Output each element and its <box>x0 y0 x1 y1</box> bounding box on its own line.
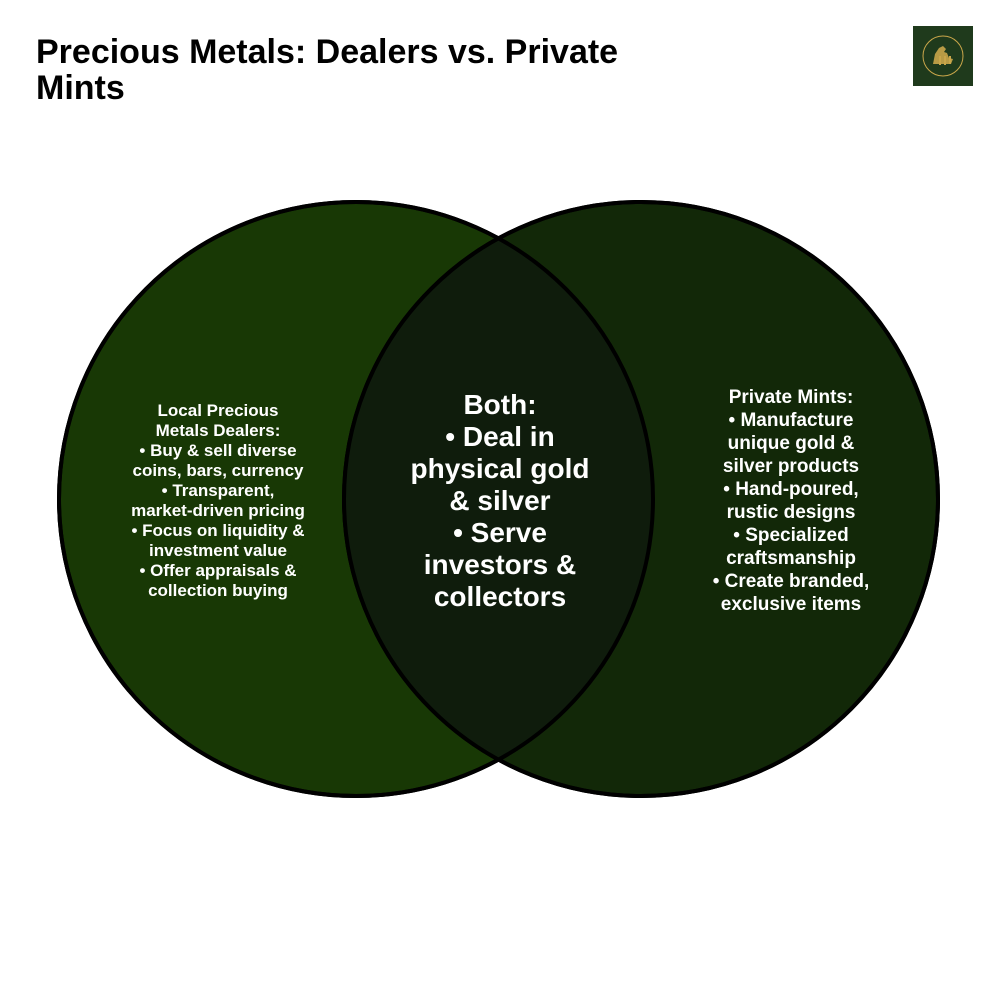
logo-ring <box>922 35 964 77</box>
set-right-label: Private Mints: • Manufacture unique gold… <box>713 387 870 615</box>
right-line: Private Mints: <box>729 387 854 408</box>
right-line: • Specialized <box>733 525 848 546</box>
right-line: rustic designs <box>727 502 856 523</box>
right-line: • Hand-poured, <box>723 479 858 500</box>
overlap-line: Both: <box>463 389 536 420</box>
left-line: collection buying <box>148 581 288 600</box>
set-left-label: Local Precious Metals Dealers: • Buy & s… <box>131 401 305 600</box>
left-line: • Transparent, <box>162 481 275 500</box>
overlap-line: • Deal in <box>445 421 554 452</box>
right-line: craftsmanship <box>726 548 856 569</box>
lion-icon <box>933 46 953 65</box>
summit-metals-logo <box>913 26 973 86</box>
overlap-line: • Serve <box>453 517 547 548</box>
left-line: • Focus on liquidity & <box>131 521 304 540</box>
right-line: silver products <box>723 456 859 477</box>
overlap-line: & silver <box>449 485 550 516</box>
right-line: unique gold & <box>728 433 855 454</box>
overlap-line: collectors <box>434 581 566 612</box>
right-line: • Create branded, <box>713 571 870 592</box>
left-line: market-driven pricing <box>131 501 305 520</box>
set-overlap-region <box>344 202 653 796</box>
left-line: investment value <box>149 541 287 560</box>
left-line: Metals Dealers: <box>156 421 281 440</box>
overlap-line: physical gold <box>411 453 590 484</box>
right-line: exclusive items <box>721 594 861 615</box>
left-line: Local Precious <box>158 401 279 420</box>
overlap-line: investors & <box>424 549 577 580</box>
left-line: • Offer appraisals & <box>139 561 296 580</box>
page-title: Precious Metals: Dealers vs. Private Min… <box>36 33 619 107</box>
set-left-outline <box>57 200 655 798</box>
left-line: • Buy & sell diverse <box>139 441 296 460</box>
right-line: • Manufacture <box>729 410 854 431</box>
set-overlap-label: Both: • Deal in physical gold & silver •… <box>411 389 590 612</box>
left-line: coins, bars, currency <box>132 461 304 480</box>
set-right-outline <box>342 200 940 798</box>
